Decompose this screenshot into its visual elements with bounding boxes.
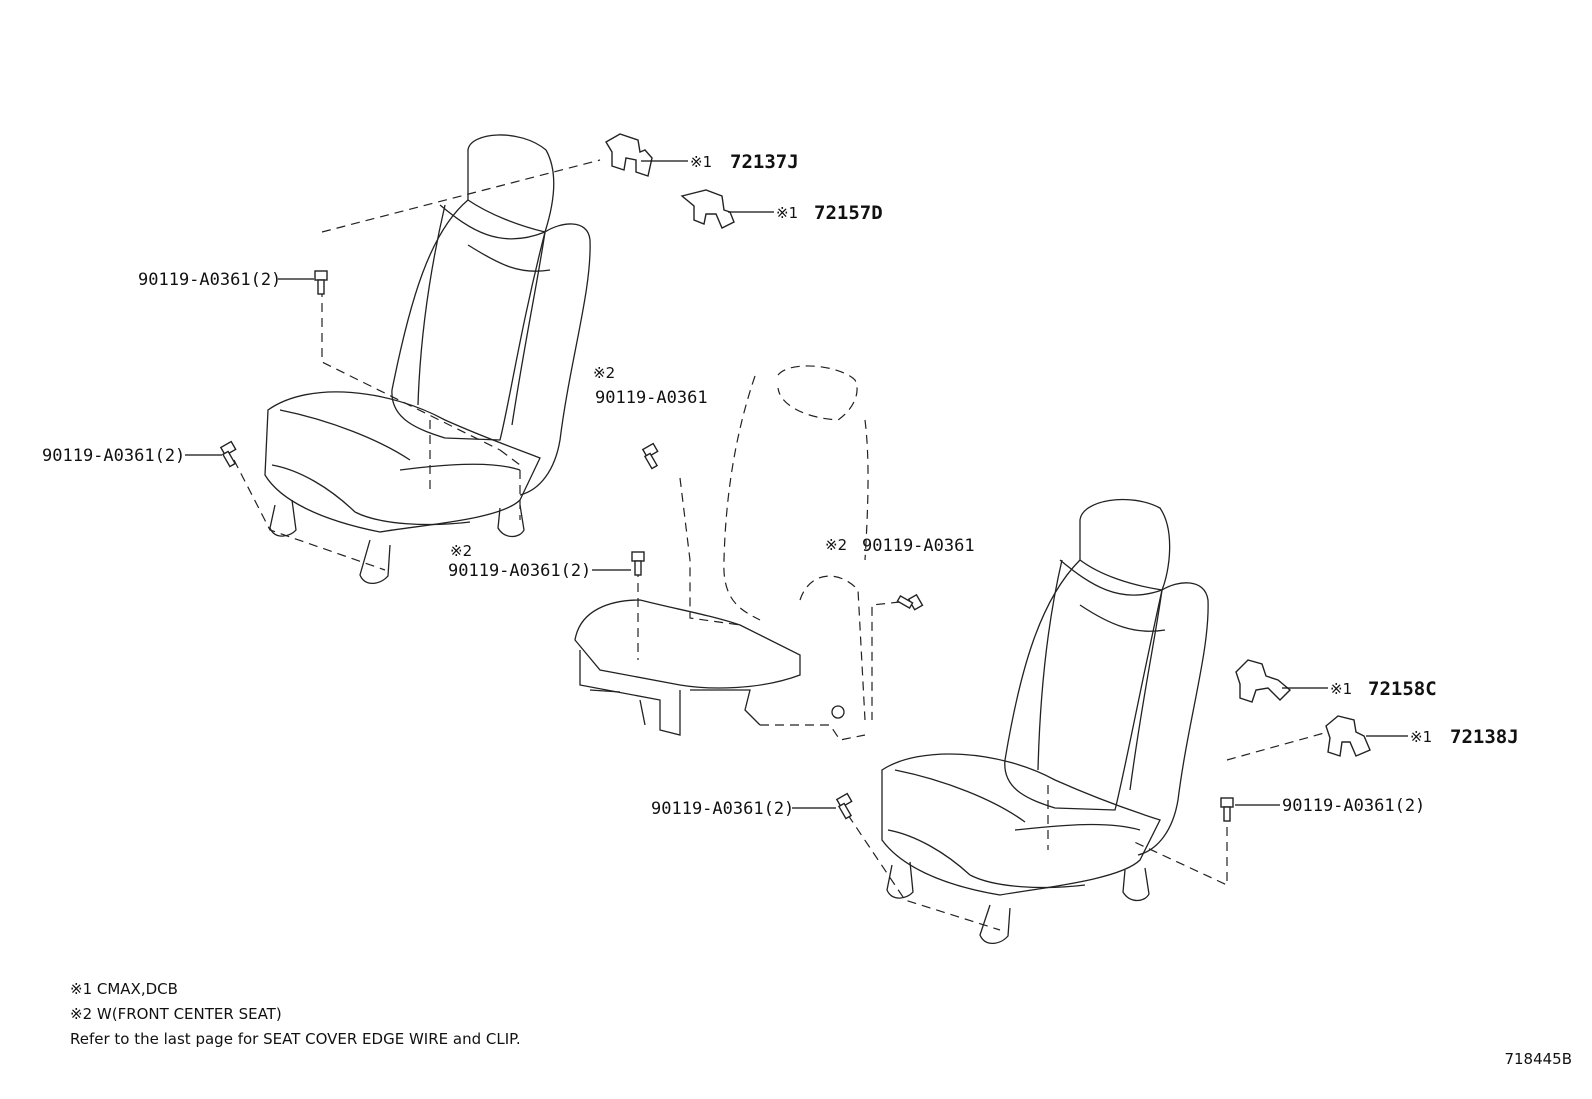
- callout-bolt-right-front: 90119-A0361(2): [651, 799, 794, 819]
- svg-text:※1: ※1: [690, 153, 712, 171]
- callout-bolt-right-rear: 90119-A0361(2): [1282, 796, 1425, 816]
- callout-bolt-center-right: ※2 90119-A0361: [825, 536, 975, 556]
- svg-text:72158C: 72158C: [1368, 678, 1437, 700]
- callout-72158c: ※1 72158C: [1330, 678, 1437, 700]
- clip-part-icon-72157d: [680, 189, 735, 229]
- svg-text:※2: ※2: [450, 542, 472, 560]
- bolt-icon-center-upper: [641, 442, 659, 470]
- bolt-icon-left-upper: [314, 270, 328, 295]
- svg-text:90119-A0361: 90119-A0361: [862, 536, 975, 556]
- svg-text:90119-A0361(2): 90119-A0361(2): [448, 561, 591, 581]
- svg-text:※1: ※1: [1410, 728, 1432, 746]
- svg-text:72138J: 72138J: [1450, 726, 1519, 748]
- bolt-icon-right-front: [835, 792, 853, 820]
- bolt-icon-right-rear: [1220, 797, 1234, 822]
- callout-72157d: ※1 72157D: [776, 202, 883, 224]
- clip-part-icon-72138j: [1325, 715, 1371, 757]
- clip-part-icon-72137j: [605, 133, 653, 177]
- note-front-center-seat: ※2 W(FRONT CENTER SEAT): [70, 1005, 282, 1023]
- bolt-icon-center-lower: [631, 551, 645, 576]
- callout-bolt-center-lower: ※2 90119-A0361(2): [448, 542, 591, 581]
- callout-bolt-left-upper: 90119-A0361(2): [138, 270, 281, 290]
- svg-text:72157D: 72157D: [814, 202, 883, 224]
- bolt-icon-center-right: [896, 593, 924, 611]
- front-center-seat: [574, 365, 901, 741]
- callout-72137j: ※1 72137J: [690, 151, 799, 173]
- svg-text:90119-A0361: 90119-A0361: [595, 388, 708, 408]
- callout-72138j: ※1 72138J: [1410, 726, 1519, 748]
- left-front-seat: [233, 134, 601, 585]
- leader-lines: [185, 160, 1408, 809]
- svg-text:※2: ※2: [593, 364, 615, 382]
- right-front-seat: [847, 498, 1336, 945]
- note-refer-last-page: Refer to the last page for SEAT COVER ED…: [70, 1030, 521, 1048]
- clip-part-icon-72158c: [1235, 659, 1292, 703]
- svg-text:72137J: 72137J: [730, 151, 799, 173]
- figure-code: 718445B: [1504, 1050, 1572, 1068]
- svg-text:※2: ※2: [825, 536, 847, 554]
- callout-bolt-left-lower: 90119-A0361(2): [42, 446, 185, 466]
- note-cmax-dcb: ※1 CMAX,DCB: [70, 980, 178, 998]
- bolt-icon-left-lower: [219, 440, 237, 468]
- svg-text:※1: ※1: [776, 204, 798, 222]
- svg-text:※1: ※1: [1330, 680, 1352, 698]
- callout-bolt-center-upper: ※2 90119-A0361: [593, 364, 708, 408]
